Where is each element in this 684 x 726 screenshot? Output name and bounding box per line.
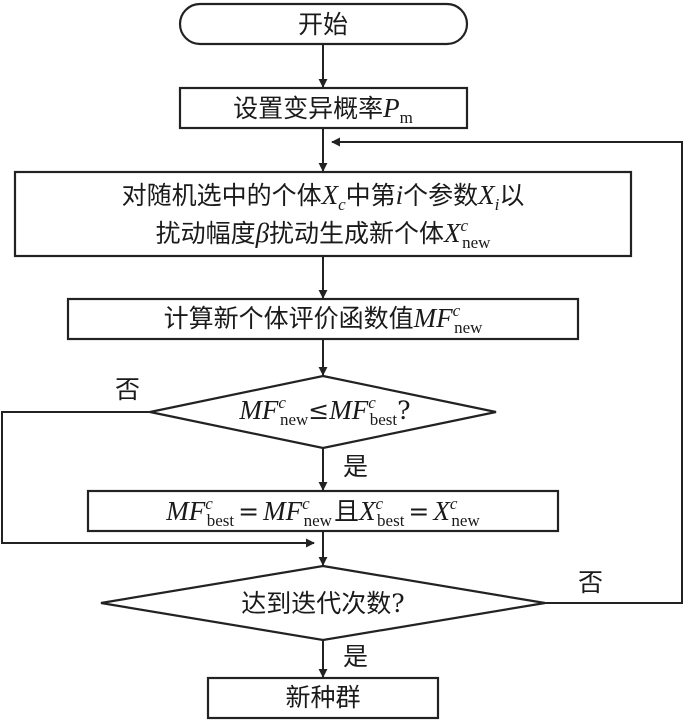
set-probability-label: 设置变异概率Pm — [233, 93, 413, 127]
itercheck-no-label: 否 — [578, 568, 603, 597]
new-population-box — [206, 676, 440, 720]
start-label: 开始 — [298, 10, 348, 39]
compare-yes-label: 是 — [343, 452, 368, 481]
update-box — [86, 489, 560, 533]
itercheck-yes-label: 是 — [343, 642, 368, 671]
arrow-itercheck-no-loop — [331, 137, 683, 604]
iteration-check-label: 达到迭代次数? — [241, 589, 404, 618]
new-population-label: 新种群 — [285, 683, 360, 712]
arrow-compare-no-bypass — [1, 411, 315, 548]
perturbation-line1: 对随机选中的个体Xc中第i个参数Xi以 — [122, 180, 525, 214]
evaluate-box — [66, 297, 580, 341]
compare-no-label: 否 — [115, 375, 140, 404]
set-probability-box — [178, 86, 469, 130]
